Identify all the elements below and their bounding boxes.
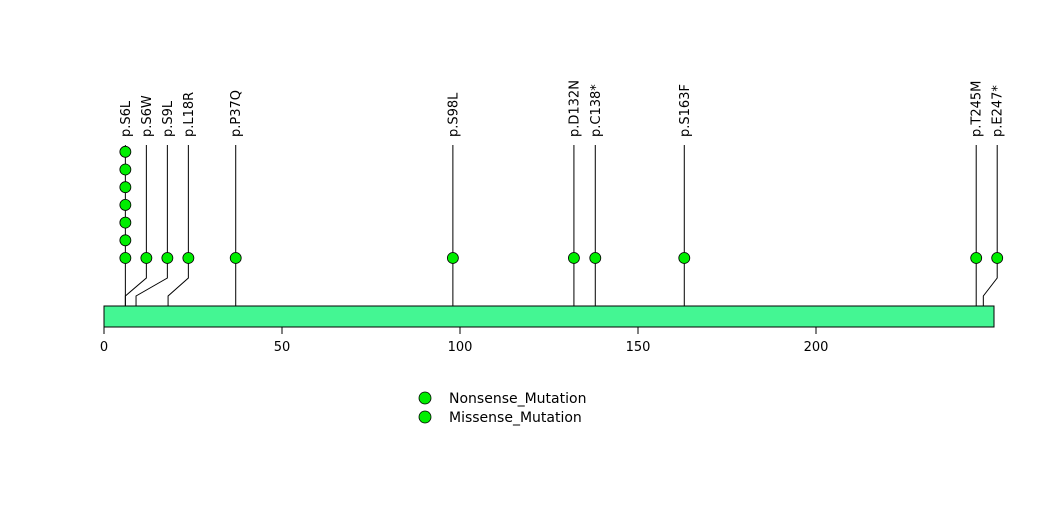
mutation-dot [446, 252, 459, 264]
axis-tick-label: 200 [804, 340, 829, 355]
mutation-stem [135, 145, 168, 327]
mutation-dot [119, 163, 132, 176]
mutation-label: p.T245M [970, 81, 985, 137]
mutation-labels-layer: p.S6L p.S6W p.S9L p.L18R p.P37Q p.S98L p.D132N… [119, 80, 1006, 137]
axis-tick-label: 0 [100, 340, 108, 355]
axis-tick-label: 50 [274, 340, 291, 355]
mutation-label: p.D132N [567, 80, 582, 137]
mutation-label: p.L18R [182, 92, 197, 137]
mutation-label: p.P37Q [229, 90, 244, 137]
mutation-dot [119, 198, 132, 211]
mutation-stem [167, 145, 189, 327]
stems-layer [124, 145, 998, 327]
mutation-label: p.C138* [589, 84, 604, 137]
dots-layer [119, 145, 1004, 264]
mutation-dot [140, 252, 153, 264]
mutation-dot [678, 252, 691, 264]
legend-entry-label: Missense_Mutation [449, 410, 582, 426]
mutation-dot [229, 252, 242, 264]
mutation-dot [161, 252, 174, 264]
mutation-dot [182, 252, 195, 264]
x-axis: 0 50 100 150 200 [100, 326, 829, 355]
legend-marker [418, 391, 432, 405]
mutation-dot [970, 252, 983, 264]
mutation-dot [119, 145, 132, 158]
legend-entry-label: Nonsense_Mutation [449, 391, 586, 407]
mutation-dot [119, 252, 132, 264]
mutation-label: p.S9L [161, 100, 176, 137]
mutation-dot [991, 252, 1004, 264]
axis-tick-label: 100 [448, 340, 473, 355]
mutation-label: p.S163F [678, 84, 693, 137]
mutation-label: p.E247* [991, 85, 1006, 137]
mutation-dot [568, 252, 580, 264]
mutation-label: p.S98L [446, 92, 461, 137]
mutation-dot [589, 252, 602, 264]
mutation-stem [982, 145, 998, 327]
protein-domain-bar [103, 305, 995, 328]
mutation-label: p.S6W [140, 95, 155, 137]
legend-marker [418, 410, 432, 424]
mutation-label: p.S6L [119, 100, 134, 137]
axis-tick-label: 150 [626, 340, 651, 355]
mutation-dot [119, 181, 132, 194]
mutation-dot [119, 234, 132, 247]
mutation-dot [119, 216, 132, 229]
